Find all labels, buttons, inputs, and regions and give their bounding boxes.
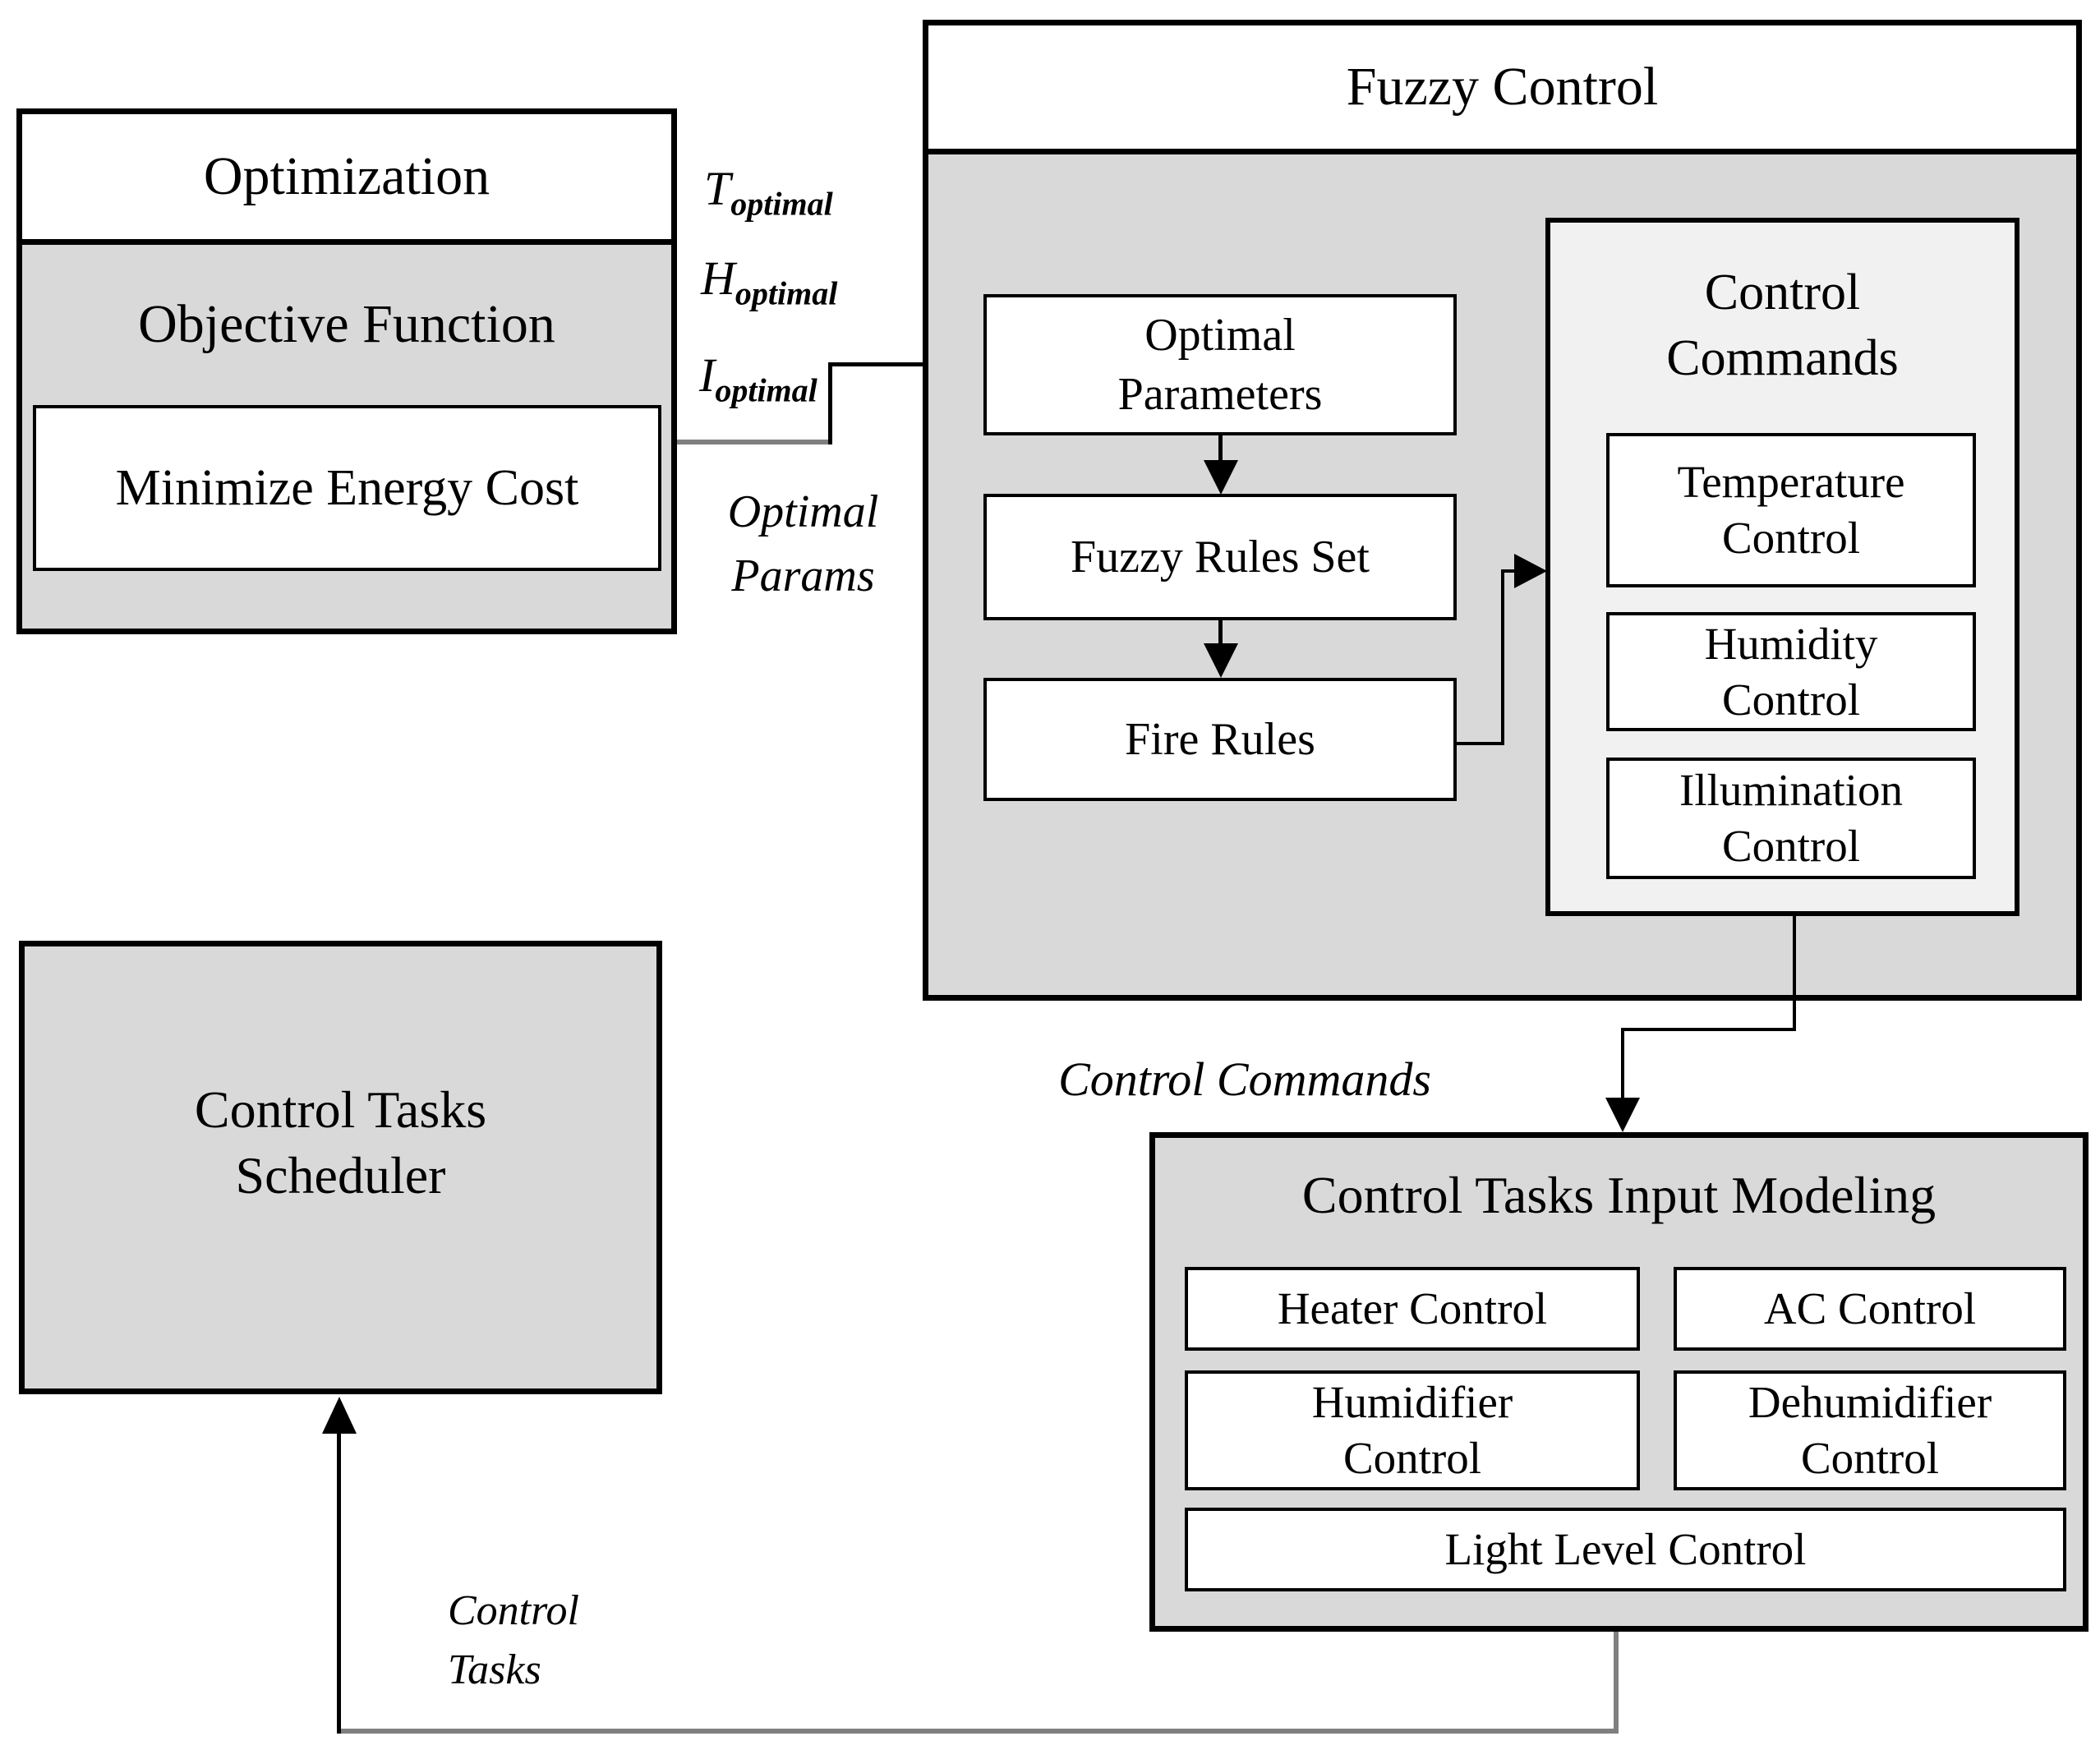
control-tasks-edge-label: Control Tasks <box>448 1582 661 1700</box>
illumination-control-line2: Control <box>1721 821 1861 871</box>
fire-rules-box: Fire Rules <box>983 678 1457 801</box>
fuzzy-control-header: Fuzzy Control <box>928 25 2076 154</box>
optimal-params-line2: Params <box>731 550 875 601</box>
connector-commands-input-h <box>1621 1028 1796 1031</box>
i-optimal-sub: optimal <box>715 371 817 409</box>
objective-function-text: Objective Function <box>138 294 555 354</box>
control-commands-edge-text: Control Commands <box>1058 1052 1431 1106</box>
connector-return-horizontal <box>337 1729 1619 1734</box>
humidity-control-box: Humidity Control <box>1606 612 1976 731</box>
input-modeling-title-text: Control Tasks Input Modeling <box>1301 1166 1937 1224</box>
t-optimal-label: Toptimal <box>704 161 833 220</box>
connector-optparams-vertical <box>828 362 832 444</box>
heater-control-box: Heater Control <box>1185 1267 1640 1351</box>
fire-rules-text: Fire Rules <box>1125 714 1315 765</box>
humidity-control-line2: Control <box>1721 674 1861 725</box>
connector-fire-commands-vertical <box>1501 569 1504 745</box>
arrow-optparams-to-rules-head-icon <box>1204 460 1238 495</box>
minimize-energy-cost-text: Minimize Energy Cost <box>115 459 579 516</box>
scheduler-line2: Scheduler <box>235 1146 446 1204</box>
temperature-control-line1: Temperature <box>1677 457 1905 507</box>
objective-function-label: Objective Function <box>22 255 671 394</box>
input-modeling-title: Control Tasks Input Modeling <box>1155 1146 2083 1245</box>
fuzzy-control-title: Fuzzy Control <box>1346 57 1659 117</box>
illumination-control-box: Illumination Control <box>1606 758 1976 879</box>
control-commands-edge-label: Control Commands <box>1015 1042 1475 1116</box>
control-tasks-line2: Tasks <box>448 1646 541 1693</box>
connector-return-vertical-left <box>337 1432 341 1734</box>
i-optimal-label: Ioptimal <box>699 348 817 407</box>
optimization-header: Optimization <box>22 114 671 245</box>
scheduler-box: Control Tasks Scheduler <box>19 941 662 1394</box>
fuzzy-rules-set-box: Fuzzy Rules Set <box>983 494 1457 620</box>
humidifier-control-box: Humidifier Control <box>1185 1370 1640 1490</box>
h-optimal-sub: optimal <box>735 274 838 312</box>
connector-optparams-horizontal <box>828 362 953 366</box>
temperature-control-line2: Control <box>1721 513 1861 563</box>
connector-commands-input-v2 <box>1621 1028 1624 1100</box>
optimal-parameters-line2: Parameters <box>1117 369 1323 420</box>
connector-optparams-gray-segment <box>677 440 831 444</box>
control-commands-title-line1: Control <box>1704 264 1861 320</box>
temperature-control-box: Temperature Control <box>1606 433 1976 587</box>
connector-fire-commands-h2 <box>1501 569 1517 573</box>
t-optimal-base: T <box>704 162 731 215</box>
h-optimal-base: H <box>701 251 735 305</box>
t-optimal-sub: optimal <box>730 185 833 223</box>
minimize-energy-cost-box: Minimize Energy Cost <box>33 405 661 571</box>
illumination-control-line1: Illumination <box>1679 765 1903 815</box>
dehumidifier-control-line2: Control <box>1800 1433 1940 1483</box>
ac-control-box: AC Control <box>1674 1267 2066 1351</box>
optimization-title: Optimization <box>203 146 490 206</box>
ac-control-text: AC Control <box>1763 1283 1977 1333</box>
dehumidifier-control-line1: Dehumidifier <box>1748 1377 1992 1427</box>
connector-commands-input-arrowhead-icon <box>1605 1098 1640 1132</box>
scheduler-line1: Control Tasks <box>194 1080 487 1139</box>
i-optimal-base: I <box>699 348 716 402</box>
humidity-control-line1: Humidity <box>1704 618 1878 669</box>
connector-return-vertical-right <box>1614 1632 1619 1734</box>
arrow-rules-to-fire-shaft <box>1218 620 1223 647</box>
connector-fire-commands-h1 <box>1457 742 1504 745</box>
heater-control-text: Heater Control <box>1277 1283 1548 1333</box>
control-commands-title-line2: Commands <box>1666 329 1899 386</box>
arrow-rules-to-fire-head-icon <box>1204 643 1238 678</box>
control-commands-title: Control Commands <box>1550 237 2015 413</box>
humidifier-control-line1: Humidifier <box>1311 1377 1513 1427</box>
light-level-control-text: Light Level Control <box>1444 1524 1807 1574</box>
fuzzy-rules-set-text: Fuzzy Rules Set <box>1071 532 1370 583</box>
optimal-params-line1: Optimal <box>727 486 879 537</box>
connector-commands-input-v1 <box>1793 916 1796 1031</box>
optimal-params-edge-label: Optimal Params <box>702 478 904 610</box>
arrow-optparams-to-rules-shaft <box>1218 435 1223 463</box>
connector-return-arrowhead-icon <box>322 1397 357 1434</box>
humidifier-control-line2: Control <box>1342 1433 1482 1483</box>
connector-fire-commands-arrowhead-icon <box>1514 554 1547 588</box>
control-tasks-line1: Control <box>448 1587 579 1634</box>
optimal-parameters-box: Optimal Parameters <box>983 294 1457 435</box>
h-optimal-label: Hoptimal <box>701 251 837 310</box>
optimal-parameters-line1: Optimal <box>1144 310 1296 361</box>
dehumidifier-control-box: Dehumidifier Control <box>1674 1370 2066 1490</box>
light-level-control-box: Light Level Control <box>1185 1508 2066 1591</box>
